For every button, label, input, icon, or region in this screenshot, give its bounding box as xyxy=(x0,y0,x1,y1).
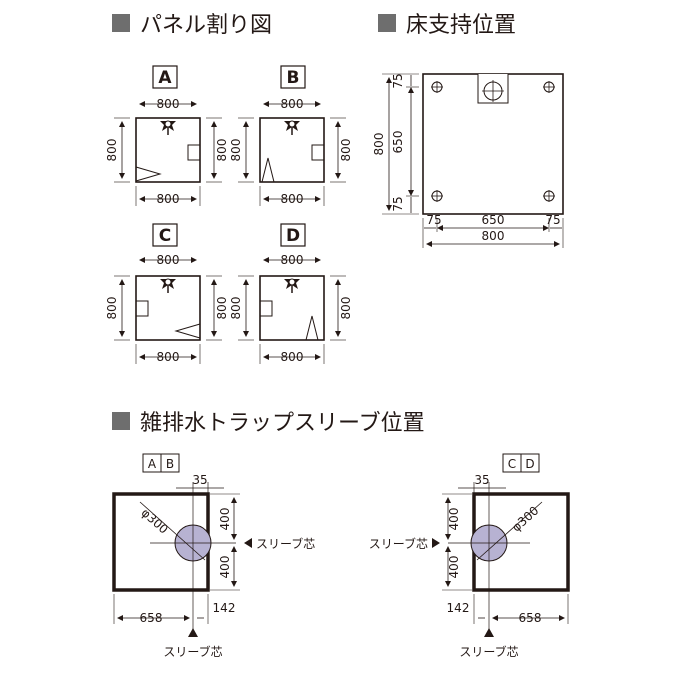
sleeve-diagram-ab: A B 35 φ300 400 400 スリーブ芯 658 142 スリーブ芯 xyxy=(112,453,315,659)
sleeve-cd-dim-400-top: 400 xyxy=(447,508,461,531)
panel-b-right-dim: 800 xyxy=(339,139,353,162)
panel-c-label: C xyxy=(159,226,171,246)
floor-dim-bottom-75-left: 75 xyxy=(426,213,441,227)
panel-d-bottom-dim: 800 xyxy=(281,350,304,364)
sleeve-cd-tag-d xyxy=(520,453,540,473)
floor-dim-top-75: 75 xyxy=(391,73,405,88)
floor-dim-bottom-800: 800 xyxy=(482,229,505,243)
panel-b-top-dim: 800 xyxy=(281,97,304,111)
support-bolt-icon xyxy=(543,81,555,93)
support-bolt-icon xyxy=(543,190,555,202)
panel-a-left-dim: 800 xyxy=(105,139,119,162)
sleeve-cd-dim-142: 142 xyxy=(447,601,470,615)
panel-b: B 800 800 800 800 xyxy=(229,65,353,206)
panel-c-tag xyxy=(152,223,178,247)
floor-dim-bottom-75-right: 75 xyxy=(545,213,560,227)
heading-square-floor xyxy=(378,14,396,32)
panel-a-tag xyxy=(152,65,178,89)
sleeve-cd-bottom-label: スリーブ芯 xyxy=(459,644,518,659)
panel-c-top-dim: 800 xyxy=(157,253,180,267)
panel-d-top-dim: 800 xyxy=(281,253,304,267)
support-bolt-icon xyxy=(431,190,443,202)
panel-c-bottom-dim: 800 xyxy=(157,350,180,364)
sleeve-ab-dim-400-top: 400 xyxy=(218,508,232,531)
panel-d-left-dim: 800 xyxy=(229,297,243,320)
panel-b-left-dim: 800 xyxy=(229,139,243,162)
panel-a-top-dim: 800 xyxy=(157,97,180,111)
floor-support-diagram: 75 650 75 800 75 650 75 800 xyxy=(372,73,564,248)
heading-floor: 床支持位置 xyxy=(406,13,516,38)
panel-b-square xyxy=(259,117,325,183)
sleeve-cd-dim-35: 35 xyxy=(474,473,489,487)
panel-d-right-dim: 800 xyxy=(339,297,353,320)
sleeve-ab-dim-658: 658 xyxy=(140,611,163,625)
sleeve-cd-bottom-marker-icon xyxy=(484,628,494,637)
floor-dim-800-vertical: 800 xyxy=(372,133,386,156)
sleeve-cd-side-marker-icon xyxy=(432,538,440,548)
panel-a: A 800 800 800 800 xyxy=(105,65,229,206)
sleeve-cd-dim-658: 658 xyxy=(519,611,542,625)
panel-d: D 800 800 800 800 xyxy=(229,223,353,364)
sleeve-cd-dim-400-bottom: 400 xyxy=(447,556,461,579)
sleeve-ab-dim-142: 142 xyxy=(213,601,236,615)
panel-b-label: B xyxy=(287,68,300,88)
panel-a-bottom-dim: 800 xyxy=(157,192,180,206)
panel-c-left-dim: 800 xyxy=(105,297,119,320)
drain-trap-icon xyxy=(477,74,509,104)
heading-sleeve: 雑排水トラップスリーブ位置 xyxy=(140,411,425,436)
heading-square-sleeve xyxy=(112,412,130,430)
support-bolt-icon xyxy=(431,81,443,93)
panel-d-label: D xyxy=(286,226,300,246)
heading-panel: パネル割り図 xyxy=(140,13,272,38)
sleeve-ab-side-marker-icon xyxy=(244,538,252,548)
sleeve-diagram-cd: C D 35 φ300 400 400 スリーブ芯 142 658 スリーブ芯 xyxy=(369,453,570,659)
sleeve-ab-dim-400-bottom: 400 xyxy=(218,556,232,579)
sleeve-ab-tag-b-text: B xyxy=(166,457,174,471)
panel-b-bottom-dim: 800 xyxy=(281,192,304,206)
sleeve-ab-tag-b xyxy=(160,453,180,473)
panel-a-right-dim: 800 xyxy=(215,139,229,162)
floor-dim-650: 650 xyxy=(391,131,405,154)
sleeve-ab-dim-35: 35 xyxy=(192,473,207,487)
sleeve-cd-tag-c-text: C xyxy=(508,457,516,471)
sleeve-ab-side-label: スリーブ芯 xyxy=(256,536,315,551)
sleeve-ab-bottom-marker-icon xyxy=(188,628,198,637)
panel-c: C 800 800 800 800 xyxy=(105,223,229,364)
sleeve-cd-tag-d-text: D xyxy=(525,457,534,471)
sleeve-cd-side-label: スリーブ芯 xyxy=(369,536,428,551)
panel-b-tag xyxy=(280,65,306,89)
sleeve-ab-bottom-label: スリーブ芯 xyxy=(163,644,222,659)
panel-d-tag xyxy=(280,223,306,247)
panel-c-right-dim: 800 xyxy=(215,297,229,320)
floor-dim-bottom-650: 650 xyxy=(482,213,505,227)
panel-a-label: A xyxy=(158,68,172,88)
sleeve-ab-tag-a-text: A xyxy=(148,457,157,471)
floor-dim-bottom-75: 75 xyxy=(391,196,405,211)
heading-square-panel xyxy=(112,14,130,32)
